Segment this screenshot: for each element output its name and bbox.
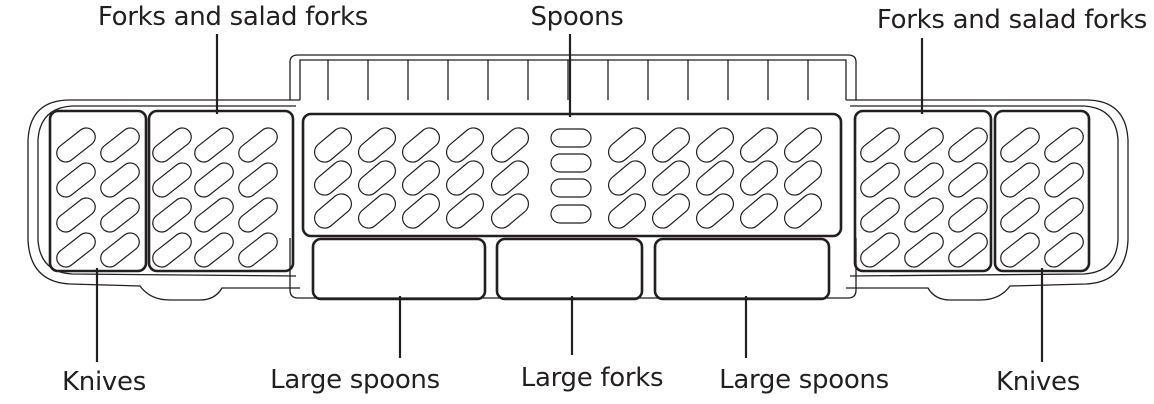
- spoon-slot: [490, 160, 530, 196]
- basket-center-bottom: [289, 238, 857, 299]
- spoon-slot: [401, 160, 441, 196]
- spoon-slot: [739, 160, 779, 196]
- fork-slot: [238, 127, 278, 163]
- fork-slot: [904, 197, 944, 233]
- basket-back-rail: [289, 54, 857, 100]
- fork-slot: [194, 162, 234, 198]
- label-knives-left: Knives: [62, 367, 146, 397]
- spoon-slot: [313, 193, 353, 229]
- spoon-slot: [651, 193, 691, 229]
- knife-slot: [1044, 197, 1084, 233]
- knife-slot: [1000, 232, 1040, 268]
- fork-slot: [152, 162, 192, 198]
- spoon-slot: [695, 127, 735, 163]
- fork-slot: [904, 162, 944, 198]
- fork-slot: [238, 232, 278, 268]
- compartment-large-forks: [495, 237, 644, 301]
- label-large-forks: Large forks: [520, 363, 664, 393]
- label-spoons: Spoons: [530, 2, 624, 32]
- spoon-slot: [357, 160, 397, 196]
- basket-rail-teeth: [327, 60, 809, 100]
- fork-slot: [904, 127, 944, 163]
- basket-body-left: [27, 99, 300, 301]
- knife-slot: [56, 197, 96, 233]
- fork-slot: [860, 127, 900, 163]
- fork-slot: [860, 232, 900, 268]
- spoon-slot: [607, 127, 647, 163]
- spoon-slot: [607, 193, 647, 229]
- compartment-spoons: [301, 112, 843, 238]
- spoon-slot: [445, 193, 485, 229]
- knife-slot: [100, 127, 140, 163]
- spoon-slot: [357, 193, 397, 229]
- fork-slot: [860, 197, 900, 233]
- fork-slot: [152, 127, 192, 163]
- fork-slot: [238, 197, 278, 233]
- spoon-slot: [550, 204, 592, 224]
- knife-slot: [56, 127, 96, 163]
- compartment-slots: [56, 127, 1084, 268]
- spoon-slot: [550, 178, 592, 198]
- spoon-slot: [550, 153, 592, 173]
- knife-slot: [1000, 197, 1040, 233]
- spoon-slot: [401, 127, 441, 163]
- compartment-large-spoons-left: [311, 237, 487, 301]
- spoon-slot: [313, 160, 353, 196]
- knife-slot: [56, 162, 96, 198]
- knife-slot: [1044, 162, 1084, 198]
- knife-slot: [56, 232, 96, 268]
- spoon-slot: [695, 193, 735, 229]
- fork-slot: [194, 127, 234, 163]
- fork-slot: [904, 232, 944, 268]
- spoon-slot: [445, 127, 485, 163]
- fork-slot: [152, 197, 192, 233]
- knife-slot: [1044, 127, 1084, 163]
- knife-slot: [1000, 127, 1040, 163]
- fork-slot: [948, 232, 988, 268]
- fork-slot: [948, 127, 988, 163]
- fork-slot: [152, 232, 192, 268]
- fork-slot: [194, 197, 234, 233]
- spoon-slot: [783, 160, 823, 196]
- knife-slot: [1044, 232, 1084, 268]
- spoon-slot: [357, 127, 397, 163]
- spoon-slot: [739, 193, 779, 229]
- compartment-large-spoons-right: [653, 237, 831, 301]
- label-knives-right: Knives: [996, 367, 1080, 397]
- spoon-slot: [783, 127, 823, 163]
- basket-back-rail-inner: [299, 59, 847, 100]
- label-forks-and-salad-forks-right: Forks and salad forks: [876, 5, 1148, 35]
- spoon-slot: [490, 127, 530, 163]
- compartment-forks-left: [147, 109, 295, 273]
- label-forks-and-salad-forks-left: Forks and salad forks: [97, 2, 369, 32]
- spoon-slot: [739, 127, 779, 163]
- knife-slot: [100, 197, 140, 233]
- knife-slot: [100, 162, 140, 198]
- spoon-slot: [313, 127, 353, 163]
- spoon-slot: [783, 193, 823, 229]
- spoon-slot: [651, 127, 691, 163]
- spoon-slot: [695, 160, 735, 196]
- basket-body-right: [846, 99, 1129, 301]
- spoon-slot: [550, 128, 592, 148]
- spoon-slot: [401, 193, 441, 229]
- basket-body-right-inner: [849, 105, 1119, 277]
- label-large-spoons-left: Large spoons: [270, 365, 440, 395]
- spoon-slot: [607, 160, 647, 196]
- fork-slot: [194, 232, 234, 268]
- spoon-slot: [490, 193, 530, 229]
- knife-slot: [1000, 162, 1040, 198]
- knife-slot: [100, 232, 140, 268]
- fork-slot: [948, 197, 988, 233]
- fork-slot: [238, 162, 278, 198]
- fork-slot: [860, 162, 900, 198]
- spoon-slot: [445, 160, 485, 196]
- label-large-spoons-right: Large spoons: [719, 365, 889, 395]
- fork-slot: [948, 162, 988, 198]
- spoon-slot: [651, 160, 691, 196]
